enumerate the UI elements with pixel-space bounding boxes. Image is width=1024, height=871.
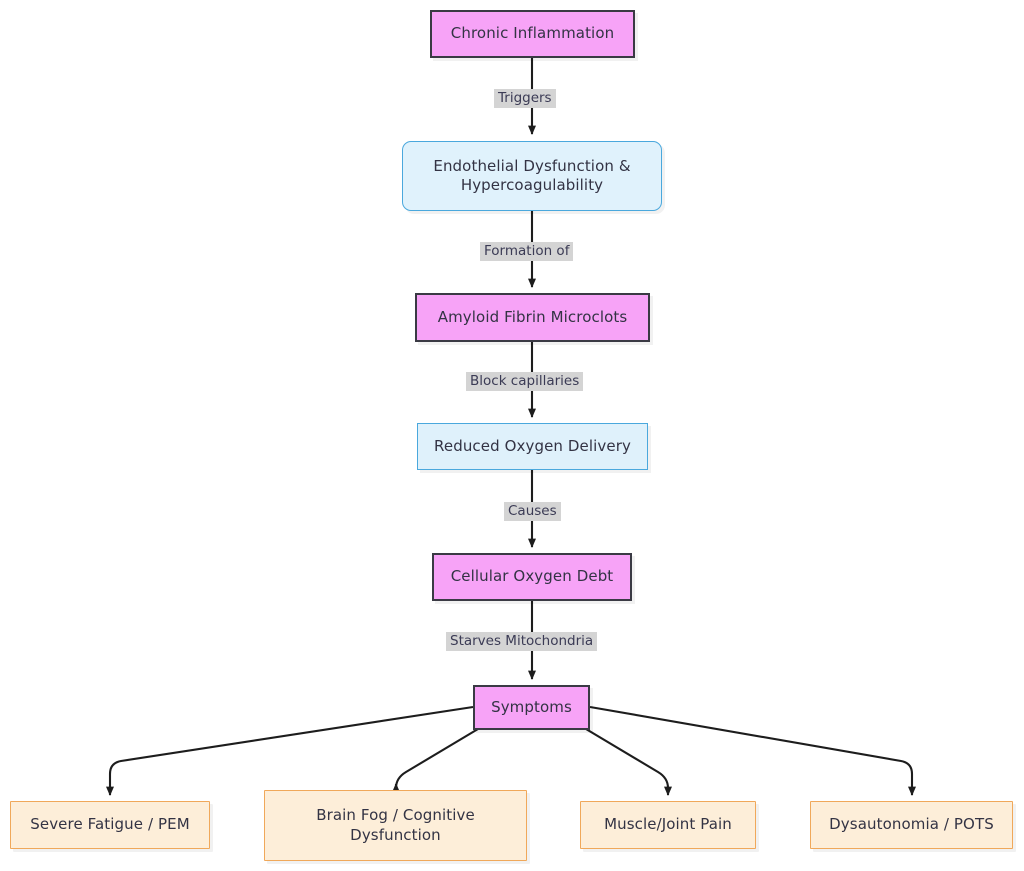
node-reduced-oxygen-delivery[interactable]: Reduced Oxygen Delivery — [417, 423, 648, 470]
node-label: Brain Fog / Cognitive Dysfunction — [316, 806, 475, 844]
node-symptoms[interactable]: Symptoms — [473, 685, 590, 730]
node-severe-fatigue-pem[interactable]: Severe Fatigue / PEM — [10, 801, 210, 849]
node-label-line2: Hypercoagulability — [460, 176, 604, 194]
node-cellular-oxygen-debt[interactable]: Cellular Oxygen Debt — [432, 553, 632, 601]
node-label: Amyloid Fibrin Microclots — [437, 307, 628, 326]
node-brain-fog[interactable]: Brain Fog / Cognitive Dysfunction — [264, 790, 527, 861]
edge-symptoms-to-muscle-joint-pain — [585, 728, 672, 797]
edge-label-formation-of: Formation of — [480, 242, 574, 262]
node-chronic-inflammation[interactable]: Chronic Inflammation — [430, 10, 635, 58]
edge-label-text: Causes — [508, 503, 557, 519]
edge-label-block-capillaries: Block capillaries — [466, 372, 584, 392]
node-label: Endothelial Dysfunction & Hypercoagulabi… — [433, 157, 630, 195]
node-muscle-joint-pain[interactable]: Muscle/Joint Pain — [580, 801, 756, 849]
edge-symptoms-to-severe-fatigue — [106, 705, 474, 797]
edge-symptoms-to-brain-fog — [392, 728, 479, 793]
node-label: Severe Fatigue / PEM — [30, 815, 190, 834]
edge-label-causes: Causes — [504, 502, 561, 522]
edge-symptoms-to-dysautonomia — [589, 705, 916, 797]
node-endothelial-dysfunction[interactable]: Endothelial Dysfunction & Hypercoagulabi… — [402, 141, 662, 211]
edge-label-starves-mitochondria: Starves Mitochondria — [446, 632, 598, 652]
edge-label-text: Formation of — [484, 243, 570, 259]
node-label: Muscle/Joint Pain — [604, 815, 732, 834]
node-label-line2: Dysfunction — [350, 825, 441, 844]
edge-label-text: Triggers — [498, 90, 552, 106]
node-label: Cellular Oxygen Debt — [450, 567, 614, 586]
node-label: Dysautonomia / POTS — [829, 815, 994, 834]
edge-label-triggers: Triggers — [494, 89, 556, 109]
node-amyloid-fibrin-microclots[interactable]: Amyloid Fibrin Microclots — [415, 293, 650, 342]
node-label: Chronic Inflammation — [450, 24, 615, 43]
node-dysautonomia-pots[interactable]: Dysautonomia / POTS — [810, 801, 1013, 849]
edge-label-text: Starves Mitochondria — [450, 633, 594, 649]
node-label-line1: Brain Fog / Cognitive — [316, 806, 475, 825]
node-label: Symptoms — [491, 697, 572, 716]
node-label-line1: Endothelial Dysfunction & — [433, 156, 631, 175]
edge-label-text: Block capillaries — [470, 373, 580, 389]
node-label: Reduced Oxygen Delivery — [434, 436, 631, 455]
